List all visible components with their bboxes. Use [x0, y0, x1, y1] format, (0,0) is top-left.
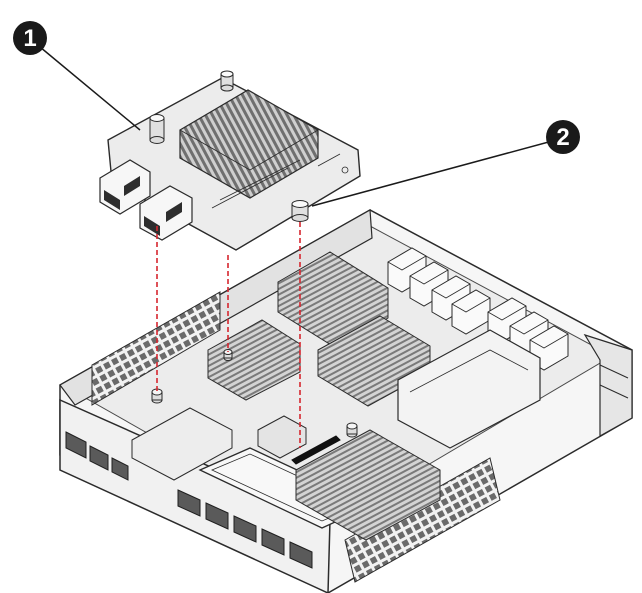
- hic-thumbscrew-rear: [149, 114, 165, 144]
- canister-side-rail: [583, 333, 633, 438]
- mainboard-daughter-card: [397, 329, 541, 449]
- alignment-guides: [156, 222, 301, 448]
- mainboard-chip: [257, 415, 307, 459]
- mainboard-standoffs: [151, 349, 358, 438]
- mainboard-heatsink-left: [207, 319, 301, 401]
- callout-1-label: 1: [23, 25, 36, 52]
- host-interface-card: [99, 70, 361, 251]
- mainboard-heatsink-front: [295, 429, 441, 541]
- callout-1: 1: [13, 21, 141, 131]
- hic-thumbscrew-callout-2: [291, 200, 309, 222]
- mainboard-hic-connector: [291, 435, 341, 465]
- hic-sfp-ports: [99, 159, 193, 241]
- callout-2-leader: [311, 139, 557, 207]
- base-vent-block: [344, 457, 501, 583]
- hic-thumbscrew-top: [220, 70, 234, 92]
- callout-1-leader: [33, 41, 141, 131]
- mainboard-heatsink-large: [277, 251, 389, 349]
- faceplate-ports: [65, 431, 313, 569]
- callout-2: 2: [311, 120, 580, 207]
- hic-heatsink: [179, 89, 319, 199]
- canister-vent-panel: [91, 291, 221, 406]
- mainboard-card-left: [131, 407, 233, 481]
- callout-1-badge: [13, 21, 47, 55]
- callout-2-badge: [546, 120, 580, 154]
- controller-canister: [59, 209, 633, 593]
- callout-2-label: 2: [556, 124, 569, 151]
